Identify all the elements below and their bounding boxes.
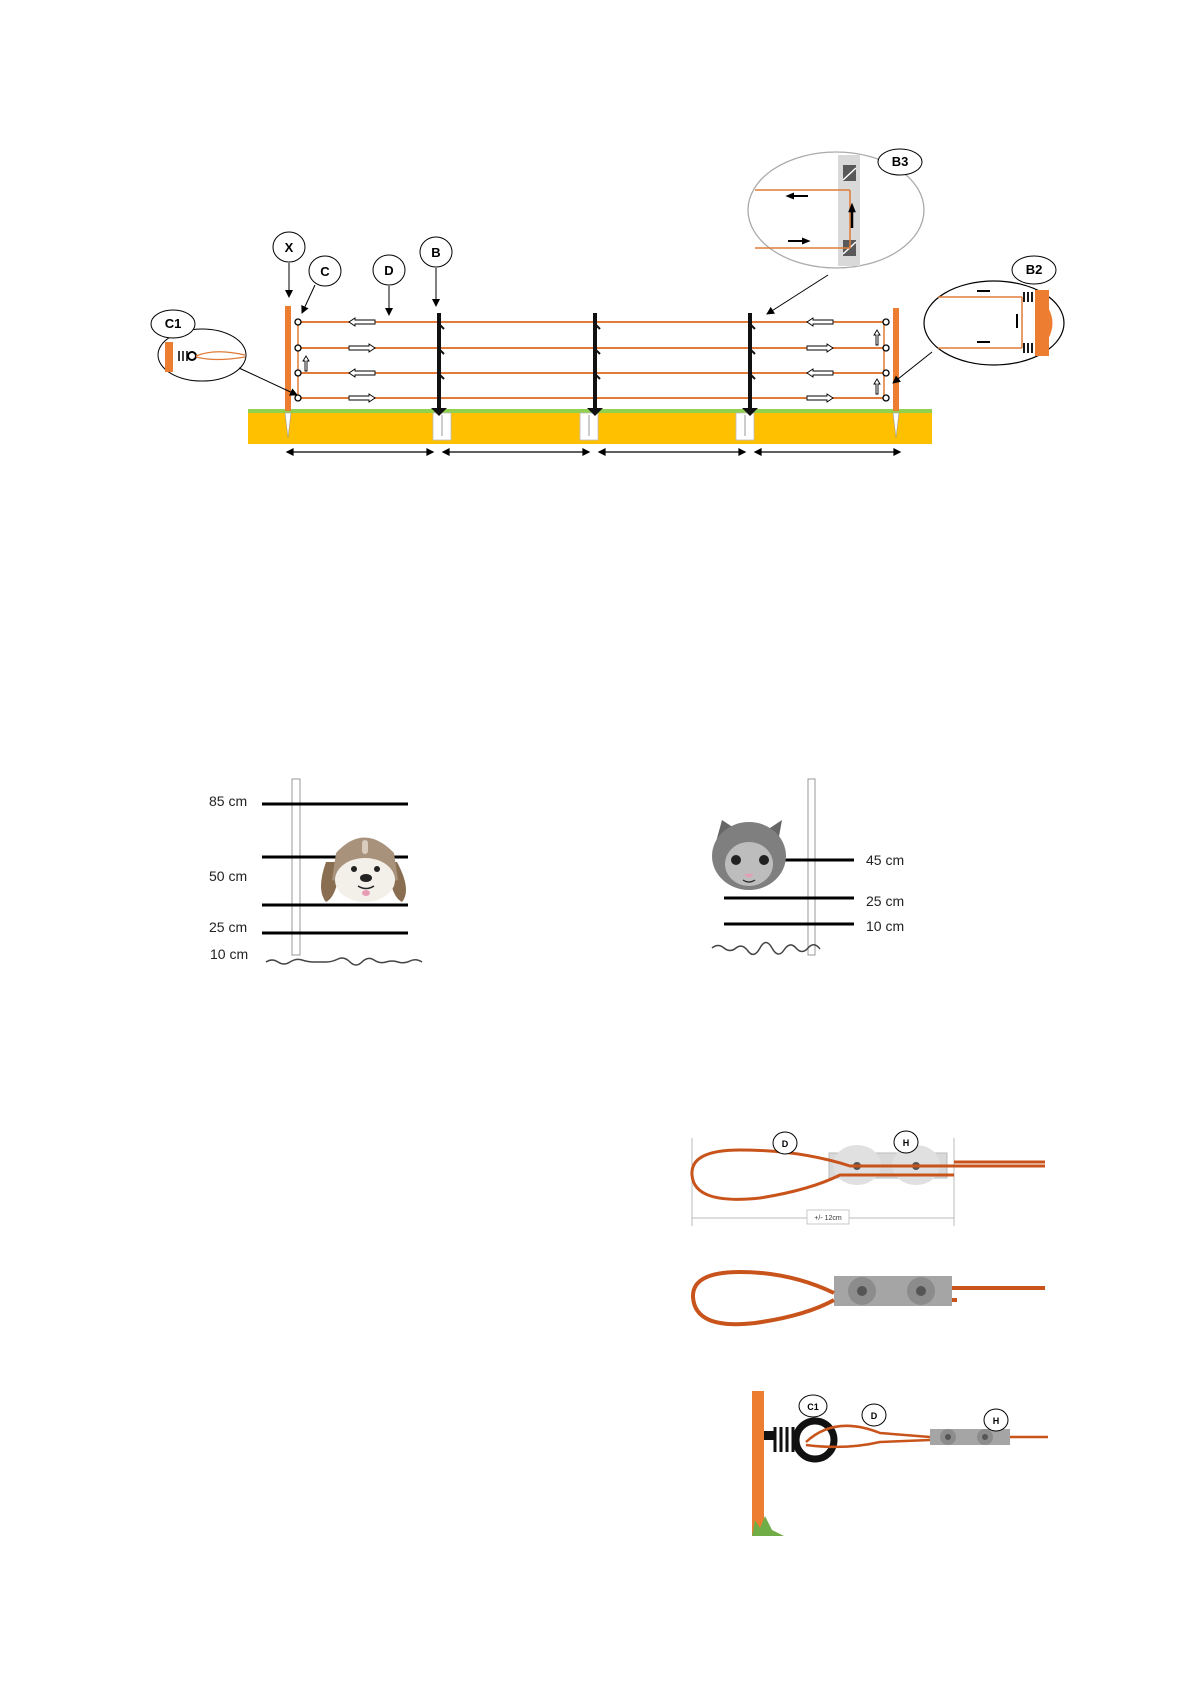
callout-b3-label: B3 <box>892 154 909 169</box>
flow-arrow-right-icon <box>349 344 375 352</box>
flow-arrow-up-icon <box>874 379 880 394</box>
callout-d-label: D <box>384 263 393 278</box>
callout-c-label: C <box>320 264 330 279</box>
detail-b3: B3 <box>748 149 924 314</box>
insulator-ring-icon <box>764 1421 834 1459</box>
flow-arrow-right-icon <box>349 394 375 402</box>
clamp-top-label-h: H <box>903 1138 910 1148</box>
clamp-diagram-middle <box>693 1272 1045 1324</box>
flow-arrow-up-icon <box>874 330 880 345</box>
clamp-bottom-label-d: D <box>871 1411 878 1421</box>
flow-arrow-left-icon <box>349 318 375 326</box>
flow-arrow-right-icon <box>807 394 833 402</box>
intermediate-post-1 <box>431 313 451 440</box>
dog-face-icon <box>321 838 406 903</box>
callout-b2-label: B2 <box>1026 262 1043 277</box>
dog-height-50: 50 cm <box>209 868 247 884</box>
cat-height-10: 10 cm <box>866 918 904 934</box>
dog-height-diagram: 85 cm 50 cm 25 cm 10 cm <box>209 779 422 965</box>
end-insulators <box>295 319 889 401</box>
dog-height-10: 10 cm <box>210 946 248 962</box>
flow-arrow-left-icon <box>807 318 833 326</box>
flow-arrow-right-icon <box>807 344 833 352</box>
dog-height-85: 85 cm <box>209 793 247 809</box>
callout-x-label: X <box>285 240 294 255</box>
end-post-right <box>893 308 899 411</box>
clamp-diagram-bottom: C1 D H <box>752 1391 1048 1536</box>
clamp-bottom-label-h: H <box>993 1416 1000 1426</box>
fence-diagram: X C D B <box>151 149 1064 455</box>
cat-ground-line <box>712 943 820 955</box>
current-flow-arrows <box>303 318 880 402</box>
fence-wires <box>296 322 888 398</box>
cat-height-25: 25 cm <box>866 893 904 909</box>
flow-arrow-left-icon <box>349 369 375 377</box>
detail-b2: B2 <box>893 256 1064 383</box>
flow-arrow-up-icon <box>303 356 309 371</box>
dog-height-25: 25 cm <box>209 919 247 935</box>
callout-b: B <box>420 237 452 306</box>
end-post-left <box>285 306 291 411</box>
dog-ground-line <box>266 958 422 965</box>
callout-c: C <box>302 256 341 313</box>
clamp-bottom-label-c1: C1 <box>807 1402 819 1412</box>
clamp-top-label-d: D <box>782 1139 789 1149</box>
clamp-diagram-top: +/- 12cm D H <box>692 1131 1045 1226</box>
clamp-measure: +/- 12cm <box>814 1215 842 1222</box>
cat-face-icon <box>712 820 786 890</box>
span-arrows <box>287 449 900 455</box>
flow-arrow-left-icon <box>807 369 833 377</box>
end-post <box>752 1391 764 1536</box>
cat-height-45: 45 cm <box>866 852 904 868</box>
callout-d: D <box>373 255 405 315</box>
detail-c1: C1 <box>151 310 297 395</box>
cat-height-diagram: 45 cm 25 cm 10 cm <box>712 779 904 955</box>
callout-c1-label: C1 <box>165 316 182 331</box>
cat-post <box>808 779 815 955</box>
callout-b-label: B <box>431 245 440 260</box>
callout-x: X <box>273 232 305 297</box>
